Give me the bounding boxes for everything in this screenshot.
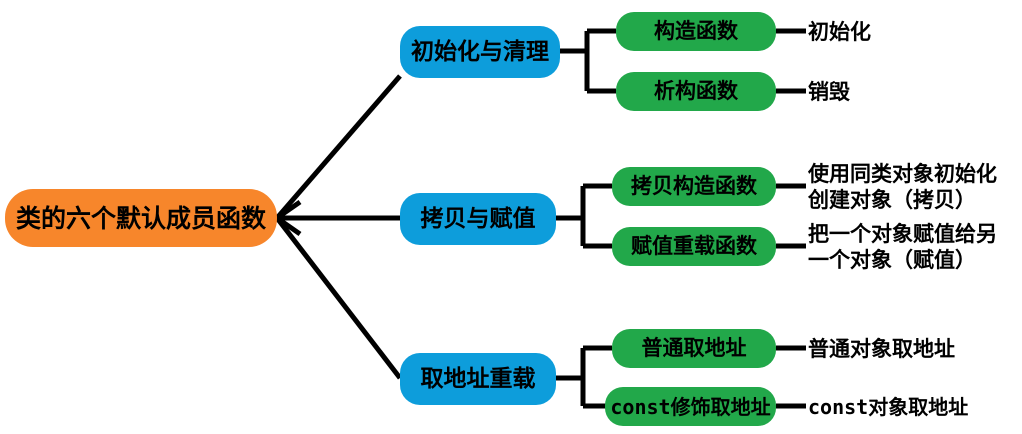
leaf-node-const-address-operator[interactable]: const修饰取地址 [605, 387, 776, 426]
edge-root-to-branch-1 [275, 74, 402, 220]
leaf-node-assignment-operator[interactable]: 赋值重载函数 [612, 227, 776, 266]
desc-assignment-operator: 把一个对象赋值给另 一个对象（赋值） [808, 222, 997, 272]
leaf-node-destructor[interactable]: 析构函数 [616, 72, 776, 111]
leaf-node-constructor[interactable]: 构造函数 [616, 12, 776, 51]
branch-node-copy-assignment[interactable]: 拷贝与赋值 [400, 193, 556, 245]
leaf-node-address-operator[interactable]: 普通取地址 [612, 329, 776, 368]
leaf-node-copy-constructor[interactable]: 拷贝构造函数 [612, 167, 776, 206]
edge-root-arrowhead [272, 199, 302, 237]
desc-copy-constructor: 使用同类对象初始化 创建对象（拷贝） [808, 162, 997, 212]
branch-node-initialization-cleanup[interactable]: 初始化与清理 [400, 26, 560, 78]
desc-address-operator: 普通对象取地址 [808, 337, 955, 361]
branch-node-address-overload[interactable]: 取地址重载 [400, 353, 556, 405]
desc-destructor: 销毁 [808, 80, 850, 104]
desc-const-address-operator: const对象取地址 [808, 395, 969, 419]
edge-root-to-branch-3 [275, 216, 402, 380]
root-node[interactable]: 类的六个默认成员函数 [5, 189, 277, 247]
desc-constructor: 初始化 [808, 20, 871, 44]
